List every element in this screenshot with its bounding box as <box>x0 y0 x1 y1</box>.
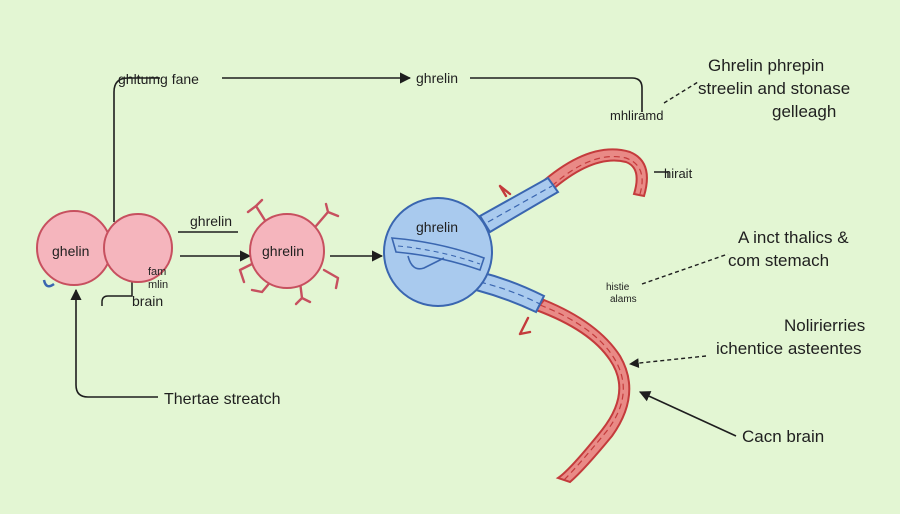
red-tube-lower <box>534 298 631 484</box>
label-cell-small-2: mlin <box>148 279 168 291</box>
label-top-right-small: mhliramd <box>610 108 663 123</box>
feedback-arrow <box>70 288 158 398</box>
pink-cell-right <box>103 213 173 283</box>
dashed-top-right <box>663 81 699 104</box>
label-blue-cell: ghrelin <box>416 219 458 235</box>
red-tube-upper-inner <box>551 155 643 195</box>
red-tube-upper-spike <box>498 184 512 198</box>
receptor-spikes <box>238 198 340 306</box>
label-small-right-2: alams <box>610 294 637 305</box>
blue-tube-lower <box>474 270 546 314</box>
small-hook-icon <box>42 279 55 288</box>
label-top-right-2: streelin and stonase <box>698 79 850 98</box>
top-right-connector <box>470 77 643 112</box>
label-receptor: ghrelin <box>262 243 304 259</box>
brain-bracket <box>101 276 133 306</box>
dashed-right-low <box>629 355 707 368</box>
label-bottom-right: Cacn brain <box>742 427 824 446</box>
label-top-mid: ghrelin <box>416 70 458 86</box>
label-brain: brain <box>132 293 163 309</box>
label-cell-left: ghelin <box>52 243 89 259</box>
blue-cell-inner-tube <box>390 237 486 272</box>
label-hirait: hirait <box>664 166 693 181</box>
label-right-low-2: ichentice asteentes <box>716 339 862 358</box>
label-top-right-1: Ghrelin phrepin <box>708 56 824 75</box>
label-right-mid-1: A inct thalics & <box>738 228 849 247</box>
hirait-pointer <box>654 171 669 178</box>
label-top-left: ghltumg fane <box>118 71 199 87</box>
red-tube-lower-spike <box>518 316 532 336</box>
bottom-right-arrow <box>638 391 737 437</box>
top-left-connector <box>113 77 160 222</box>
label-small-right-1: histie <box>606 282 630 293</box>
label-cell-small-1: fam <box>148 266 166 278</box>
red-tube-lower-inner <box>539 304 624 481</box>
label-mid-arrow: ghrelin <box>190 213 232 229</box>
blue-cell-inner-line <box>397 245 481 265</box>
label-right-low-1: Nolirierries <box>784 316 865 335</box>
blue-cell-inner-branch <box>407 255 445 270</box>
label-right-mid-2: com stemach <box>728 251 829 270</box>
receptor-body <box>249 213 325 289</box>
dashed-right-mid <box>641 253 729 285</box>
red-tube-upper <box>538 148 648 198</box>
blue-tube-lower-inner <box>479 281 541 305</box>
label-top-right-3: gelleagh <box>772 102 836 121</box>
label-bottom-left: Thertae streatch <box>164 391 281 408</box>
